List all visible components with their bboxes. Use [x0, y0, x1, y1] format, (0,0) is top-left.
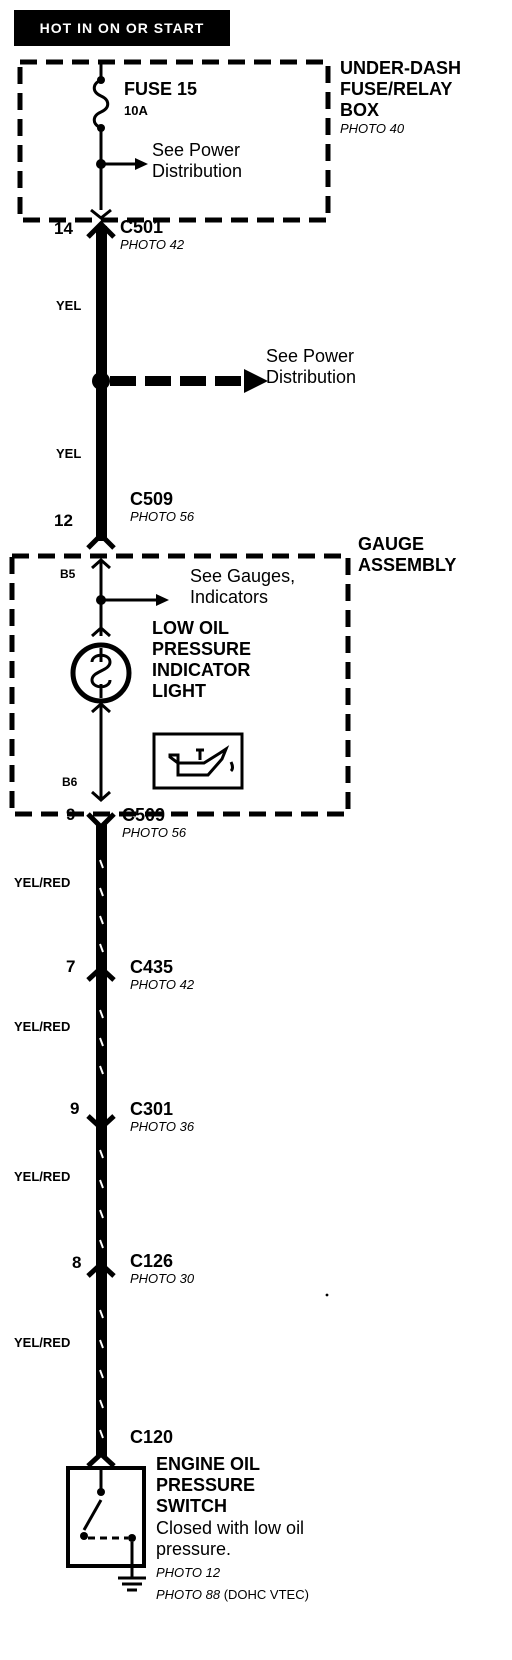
- gauge-assembly-outline: [9, 553, 351, 817]
- switch-photo-12: PHOTO 12: [156, 1565, 221, 1580]
- c301-female-terminal: [86, 1114, 116, 1132]
- engine-oil-pressure-switch-label: ENGINE OIL PRESSURE SWITCH: [156, 1454, 261, 1516]
- fuse-box-name: UNDER-DASH FUSE/RELAY BOX: [340, 58, 461, 120]
- c509-lower-name: C509: [122, 805, 166, 825]
- c509-lower-pin: 9: [66, 805, 76, 824]
- c301-photo: PHOTO 36: [130, 1119, 195, 1134]
- wire-color-yel-red-2: YEL/RED: [14, 1019, 71, 1034]
- c501-name: C501: [120, 217, 164, 237]
- yel-wire-splice: [92, 372, 110, 390]
- c301-pin: 9: [70, 1099, 80, 1118]
- indicator-bulb-filament: [90, 648, 112, 698]
- gauge-pin-b6: B6: [62, 775, 78, 789]
- yel-red-tracer-marks: [99, 859, 104, 1439]
- see-gauges-indicators: See Gauges, Indicators: [190, 566, 296, 607]
- oil-can-icon: [152, 732, 244, 790]
- oil-pressure-switch-box: [66, 1466, 146, 1568]
- c501-photo: PHOTO 42: [120, 237, 185, 252]
- switch-photo-88-note: (DOHC VTEC): [223, 1587, 309, 1602]
- hot-in-on-or-start-banner: HOT IN ON OR START: [14, 10, 230, 46]
- fuse-box-photo: PHOTO 40: [340, 121, 405, 136]
- fuse-bottom-terminal: [97, 124, 105, 132]
- fuse-label: FUSE 15: [124, 79, 198, 99]
- fuse-splice-arrowhead: [135, 158, 148, 170]
- switch-ground-contact: [128, 1534, 136, 1542]
- c126-photo: PHOTO 30: [130, 1271, 195, 1286]
- c120-name: C120: [130, 1427, 174, 1447]
- c509-upper-name: C509: [130, 489, 174, 509]
- gauge-pin-b5: B5: [60, 567, 76, 581]
- c126-name: C126: [130, 1251, 174, 1271]
- c435-pin: 7: [66, 957, 76, 976]
- switch-upper-contact: [97, 1488, 105, 1496]
- switch-lower-contact: [80, 1532, 88, 1540]
- fuse-15-symbol: [92, 62, 110, 210]
- c509-upper-pin: 12: [54, 511, 73, 530]
- switch-blade: [82, 1499, 103, 1531]
- ground-symbol-icon: [118, 1576, 146, 1592]
- c501-male-terminal: [86, 220, 116, 239]
- gauge-splice-arrowhead: [156, 594, 169, 606]
- low-oil-pressure-indicator-light-label: LOW OIL PRESSURE INDICATOR LIGHT: [152, 618, 252, 701]
- splice-branch-arrowhead: [244, 369, 268, 393]
- switch-photo-88-line: PHOTO 88 (DOHC VTEC): [156, 1588, 309, 1601]
- c120-male-terminal: [86, 1450, 116, 1468]
- b6-terminal: [91, 790, 111, 803]
- indicator-bulb-ring: [70, 642, 132, 704]
- c435-photo: PHOTO 42: [130, 977, 195, 992]
- fuse-see-power-distribution: See Power Distribution: [152, 140, 243, 181]
- wire-color-yel-red-1: YEL/RED: [14, 875, 71, 890]
- c509-lower-photo: PHOTO 56: [122, 825, 187, 840]
- c126-pin: 8: [72, 1253, 82, 1272]
- c501-pin: 14: [54, 219, 73, 238]
- gauge-assembly-name: GAUGE ASSEMBLY: [358, 534, 457, 575]
- wire-color-yel-red-4: YEL/RED: [14, 1335, 71, 1350]
- c501-female-terminal: [90, 208, 112, 220]
- switch-photo-88: PHOTO 88: [156, 1587, 221, 1602]
- c435-name: C435: [130, 957, 174, 977]
- c509-upper-male-terminal: [86, 531, 116, 550]
- c509-upper-photo: PHOTO 56: [130, 509, 195, 524]
- wire-color-yel-2: YEL: [56, 446, 82, 461]
- wire-color-yel-1: YEL: [56, 298, 82, 313]
- stray-mark: [325, 1293, 329, 1297]
- c126-male-terminal: [86, 1260, 116, 1278]
- switch-note: Closed with low oil pressure.: [156, 1518, 305, 1559]
- wire-color-yel-red-3: YEL/RED: [14, 1169, 71, 1184]
- fuse-top-terminal: [97, 76, 105, 84]
- c301-name: C301: [130, 1099, 174, 1119]
- fuse-rating: 10A: [124, 103, 148, 118]
- splice-see-power-distribution: See Power Distribution: [266, 346, 357, 387]
- bulb-upper-terminal: [91, 625, 111, 638]
- c435-male-terminal: [86, 964, 116, 982]
- yel-red-wire: [96, 824, 107, 1456]
